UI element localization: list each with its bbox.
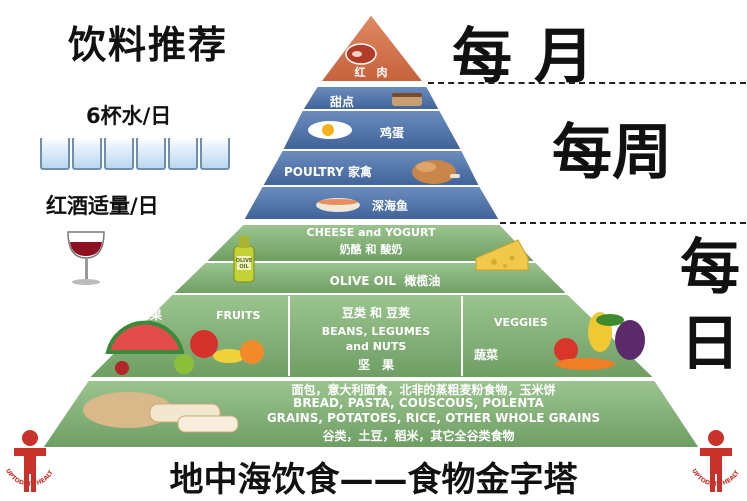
- grains-line3: GRAINS, POTATOES, RICE, OTHER WHOLE GRAI…: [266, 411, 601, 425]
- fruits-cn-label: 水果: [138, 308, 163, 322]
- fruits-en-label: FRUITS: [216, 309, 261, 322]
- water-glass-icon: [168, 138, 198, 170]
- health-logo-right: UPTODATE HEALTHY: [688, 424, 741, 492]
- beans-cn-label: 豆类 和 豆荚: [341, 306, 411, 320]
- wine-glass-icon: [67, 231, 105, 285]
- veggies-en-label: VEGGIES: [494, 316, 548, 329]
- monthly-label: 每月: [452, 22, 616, 92]
- veggies-cn-label: 蔬菜: [474, 348, 499, 362]
- water-glass-icon: [40, 138, 70, 170]
- beans-en1-label: BEANS, LEGUMES: [321, 325, 431, 338]
- bread-icon: [83, 392, 239, 433]
- olive-oil-bottle-icon: [233, 236, 255, 283]
- fish-label: 深海鱼: [372, 199, 409, 213]
- footer-title: 地中海饮食——食物金字塔: [169, 460, 578, 500]
- cheese-cn-label: 奶酪 和 酸奶: [339, 243, 403, 256]
- dessert-icon: [392, 93, 422, 106]
- egg-icon: [308, 121, 352, 139]
- fish-icon: [316, 198, 360, 212]
- health-logo-left: UPTODATE HEALTHY: [2, 424, 55, 492]
- water-glass-icon: [104, 138, 134, 170]
- water-glass-icon: [200, 138, 230, 170]
- olive-bottle-label: OLIVE OIL: [235, 258, 253, 270]
- fruits-icon: [105, 320, 264, 375]
- cheese-en-label: CHEESE and YOGURT: [306, 226, 436, 239]
- water-label: 6杯水/日: [86, 104, 172, 128]
- steak-icon: [345, 43, 377, 65]
- daily-label: 每日: [680, 233, 740, 379]
- vegetables-icon: [554, 312, 645, 370]
- divider-weekly: [500, 222, 746, 224]
- wine-label: 红酒适量/日: [46, 194, 159, 218]
- water-glass-icon: [136, 138, 166, 170]
- sweets-label: 甜点: [330, 95, 355, 109]
- grains-line1: 面包，意大利面食，北非的蒸粗麦粉食物，玉米饼: [291, 383, 556, 397]
- chicken-icon: [412, 160, 460, 184]
- tier-fish: [241, 185, 502, 221]
- red-meat-label: 红 肉: [354, 66, 388, 79]
- divider-monthly: [428, 82, 746, 84]
- weekly-label: 每周: [552, 118, 672, 188]
- poultry-label: POULTRY 家禽: [284, 165, 373, 179]
- grains-line2: BREAD, PASTA, COUSCOUS, POLENTA: [293, 396, 544, 410]
- drinks-title: 饮料推荐: [68, 23, 229, 67]
- water-glass-icon: [72, 138, 102, 170]
- beans-en2-label: and NUTS: [345, 340, 407, 353]
- beans-cn2-label: 坚 果: [357, 358, 394, 372]
- olive-oil-label: OLIVE OIL 橄榄油: [329, 274, 441, 288]
- grains-line4: 谷类，土豆，稻米，其它全谷类食物: [322, 429, 515, 443]
- cheese-icon: [475, 239, 529, 271]
- eggs-label: 鸡蛋: [380, 126, 405, 140]
